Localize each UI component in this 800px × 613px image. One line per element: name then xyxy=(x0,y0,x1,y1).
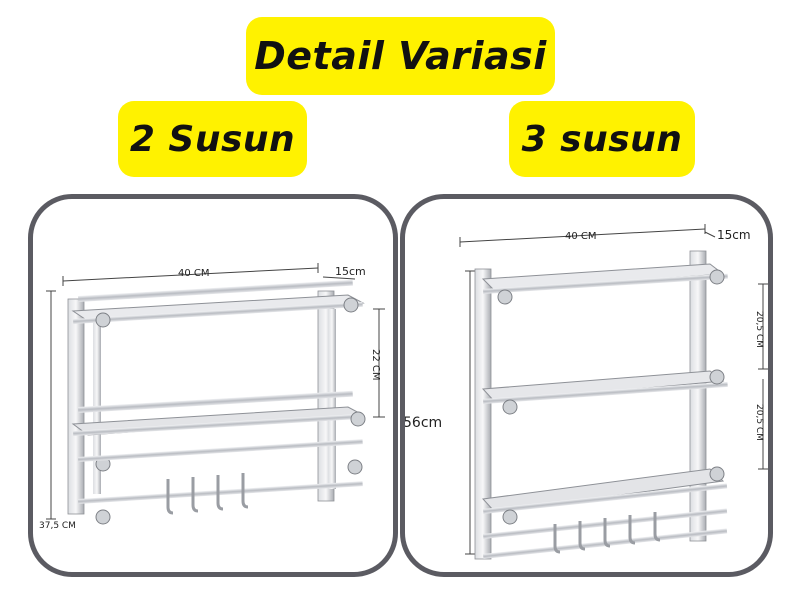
hooks xyxy=(553,512,661,554)
rack-2-tier-image: 40 CM 15cm 22 CM 37,5 CM xyxy=(39,263,385,531)
variant-panel-2-susun: 40 CM 15cm 22 CM 37,5 CM xyxy=(28,194,398,577)
hooks xyxy=(166,473,249,515)
variant-label-3-susun: 3 susun xyxy=(509,101,695,177)
height-label: 56cm xyxy=(405,415,442,431)
variant-panel-3-susun: 40 CM 15cm 20,5 CM 20,5 CM 56cm xyxy=(400,194,773,577)
variant-label-2-susun: 2 Susun xyxy=(118,101,307,177)
variant-label-text: 2 Susun xyxy=(129,118,296,160)
rack-3-tier-image: 40 CM 15cm 20,5 CM 20,5 CM 56cm xyxy=(405,224,768,560)
shelf-gap-dimension xyxy=(758,283,768,470)
depth-label: 15cm xyxy=(717,228,751,242)
height-dimension xyxy=(465,270,475,555)
height-label: 37,5 CM xyxy=(39,521,76,531)
shelf-gap-1-label: 20,5 CM xyxy=(754,311,764,348)
depth-label: 15cm xyxy=(335,265,366,278)
shelf-gap-2-label: 20,5 CM xyxy=(754,404,764,441)
height-dimension xyxy=(46,290,56,520)
width-label: 40 CM xyxy=(178,268,210,279)
width-label: 40 CM xyxy=(565,231,597,242)
page-title: Detail Variasi xyxy=(254,34,547,78)
shelf-gap-dimension xyxy=(373,308,385,418)
width-dimension xyxy=(62,263,319,286)
title-badge: Detail Variasi xyxy=(246,17,555,95)
shelf-gap-label: 22 CM xyxy=(370,349,381,381)
variant-label-text: 3 susun xyxy=(521,118,683,160)
